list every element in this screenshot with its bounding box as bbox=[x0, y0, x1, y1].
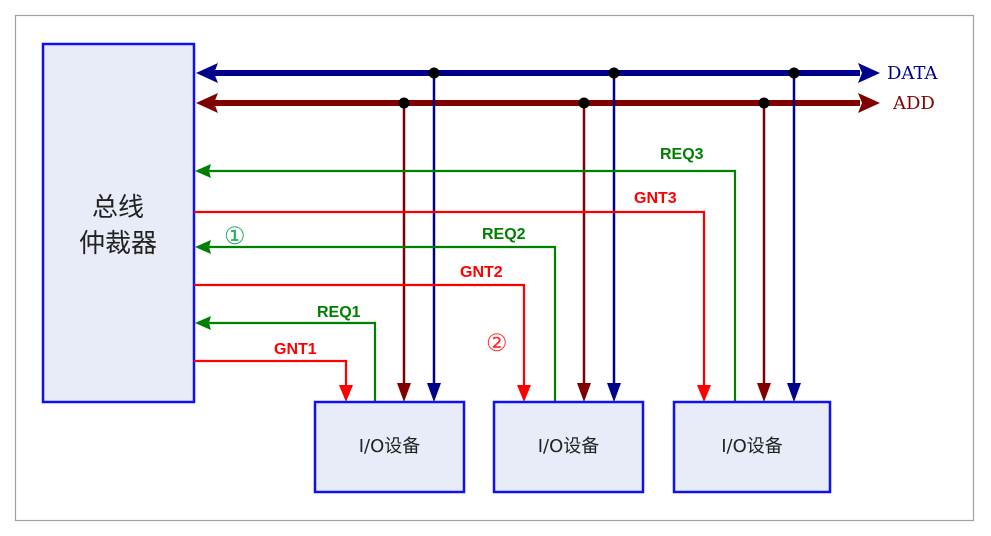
data-bus-left-arrow-icon bbox=[196, 63, 218, 83]
device2-addr-junction bbox=[578, 97, 590, 109]
arbiter-label-line2: 仲裁器 bbox=[79, 229, 157, 259]
address-bus: ADD bbox=[196, 93, 935, 114]
address-bus-right-arrow-icon bbox=[858, 93, 880, 113]
grant-lines: GNT3 GNT2 GNT1 bbox=[194, 190, 711, 402]
io-device-1: I/O设备 bbox=[313, 400, 466, 494]
bus-arbiter: 总线 仲裁器 bbox=[41, 42, 196, 404]
gnt1-label: GNT1 bbox=[274, 341, 317, 358]
data-bus: DATA bbox=[196, 63, 938, 84]
req2-arrow-icon bbox=[195, 240, 211, 254]
data-bus-right-arrow-icon bbox=[858, 63, 880, 83]
gnt1-line bbox=[194, 359, 348, 386]
gnt2-line bbox=[194, 283, 526, 386]
req2-line bbox=[208, 245, 557, 402]
gnt2-arrow-icon bbox=[517, 385, 531, 402]
arbiter-box bbox=[41, 42, 196, 404]
step-1-marker: ① bbox=[224, 222, 246, 250]
device3-data-junction bbox=[788, 67, 800, 79]
gnt2-label: GNT2 bbox=[460, 264, 503, 281]
device1-data-junction bbox=[428, 67, 440, 79]
device2-data-junction bbox=[608, 67, 620, 79]
io-device-1-box bbox=[313, 400, 466, 494]
req3-line bbox=[208, 169, 737, 402]
io-device-2: I/O设备 bbox=[492, 400, 645, 494]
device1-data-arrow-icon bbox=[427, 383, 441, 402]
address-bus-left-arrow-icon bbox=[196, 93, 218, 113]
io-device-3-box bbox=[672, 400, 832, 494]
device3-data-arrow-icon bbox=[787, 383, 801, 402]
req1-arrow-icon bbox=[195, 316, 211, 330]
req1-label: REQ1 bbox=[317, 304, 361, 321]
arbiter-label-line1: 总线 bbox=[92, 193, 144, 223]
io-device-3-label: I/O设备 bbox=[721, 436, 783, 457]
req2-label: REQ2 bbox=[482, 226, 526, 243]
device3-addr-arrow-icon bbox=[757, 383, 771, 402]
gnt1-arrow-icon bbox=[339, 385, 353, 402]
device1-addr-junction bbox=[398, 97, 410, 109]
data-bus-label: DATA bbox=[887, 63, 938, 84]
request-lines: REQ3 REQ2 REQ1 bbox=[195, 146, 737, 402]
device3-addr-junction bbox=[758, 97, 770, 109]
req3-label: REQ3 bbox=[660, 146, 704, 163]
gnt3-arrow-icon bbox=[697, 385, 711, 402]
bus-taps bbox=[397, 67, 801, 402]
gnt3-line bbox=[194, 210, 706, 386]
io-device-3: I/O设备 bbox=[672, 400, 832, 494]
step-2-marker: ② bbox=[486, 329, 508, 357]
gnt3-label: GNT3 bbox=[634, 190, 677, 207]
device2-addr-arrow-icon bbox=[577, 383, 591, 402]
io-device-1-label: I/O设备 bbox=[359, 436, 421, 457]
device1-addr-arrow-icon bbox=[397, 383, 411, 402]
io-device-2-box bbox=[492, 400, 645, 494]
io-device-2-label: I/O设备 bbox=[538, 436, 600, 457]
address-bus-label: ADD bbox=[892, 93, 935, 114]
req3-arrow-icon bbox=[195, 164, 211, 178]
device2-data-arrow-icon bbox=[607, 383, 621, 402]
req1-line bbox=[208, 321, 377, 402]
